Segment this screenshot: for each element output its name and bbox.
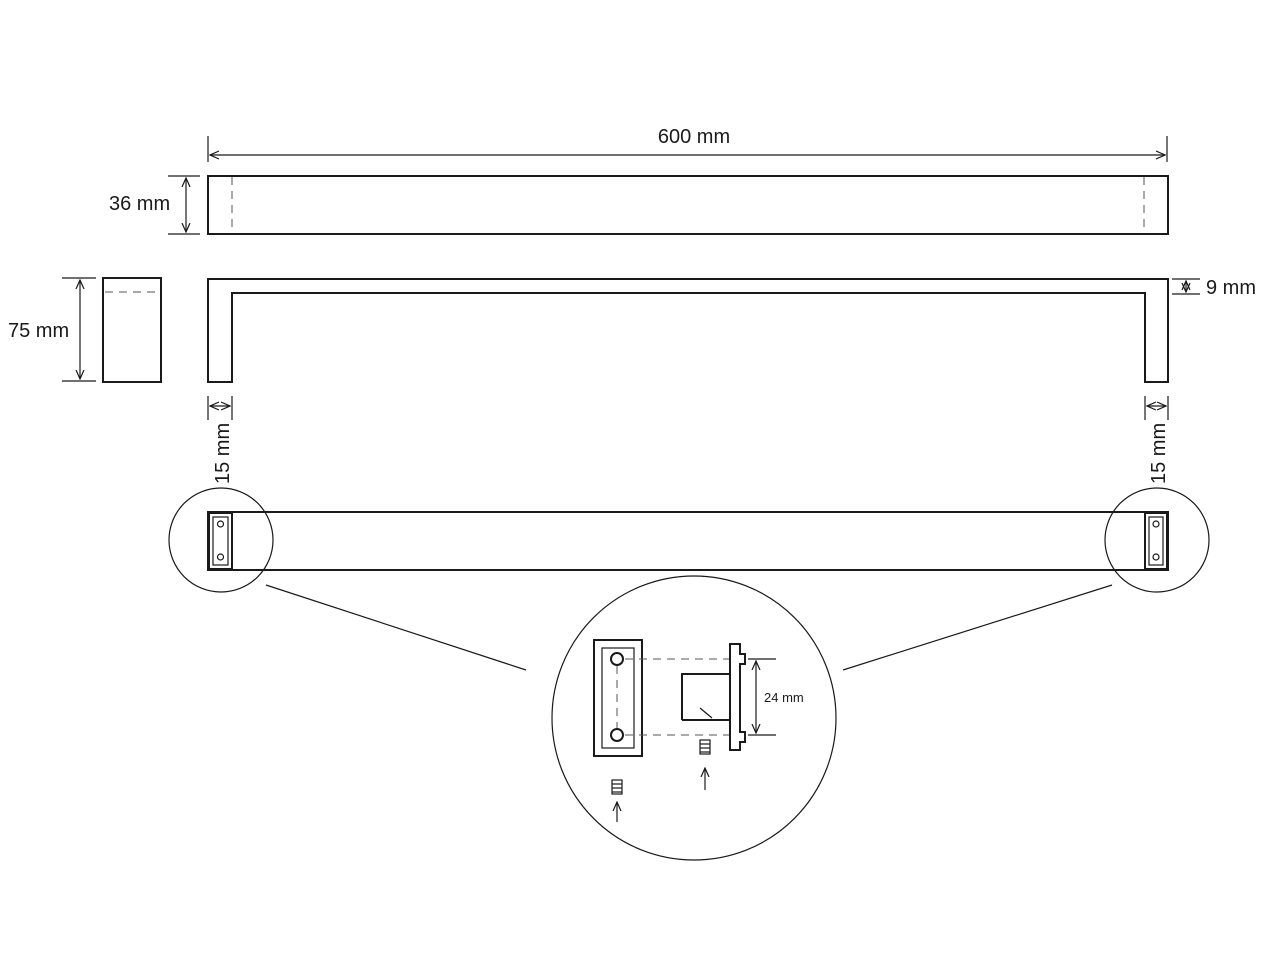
top-bar-outline [207, 175, 1169, 235]
height-label: 75 mm [8, 320, 69, 342]
screw-icon [611, 779, 623, 795]
front-view: 9 mm 15 mm 15 mm [207, 277, 1256, 484]
detail-plate [593, 639, 643, 757]
screw-icon [699, 739, 711, 755]
right-leader-line [842, 584, 1113, 671]
right-leg-label: 15 mm [1148, 423, 1170, 484]
end-view: 75 mm [8, 277, 162, 383]
mount-detail: 24 mm [551, 575, 837, 861]
left-detail-callout [168, 487, 274, 593]
lower-hole [610, 728, 624, 742]
detail-circle [551, 575, 837, 861]
length-label: 600 mm [658, 126, 730, 148]
right-detail-callout [1104, 487, 1210, 593]
width-label: 36 mm [109, 193, 170, 215]
thickness-label: 9 mm [1206, 277, 1256, 299]
upper-hole [610, 652, 624, 666]
end-block-outline [102, 277, 162, 383]
right-mount-plate [1144, 512, 1168, 570]
top-view: 600 mm 36 mm [109, 126, 1169, 235]
spacing-label: 24 mm [764, 690, 804, 705]
detail-bracket [681, 643, 746, 751]
left-leg-label: 15 mm [212, 423, 234, 484]
u-bar-profile [207, 278, 1169, 383]
bottom-bar-outline [207, 511, 1169, 571]
bottom-view [168, 487, 1210, 671]
left-mount-plate [208, 512, 233, 570]
left-leader-line [265, 584, 527, 671]
